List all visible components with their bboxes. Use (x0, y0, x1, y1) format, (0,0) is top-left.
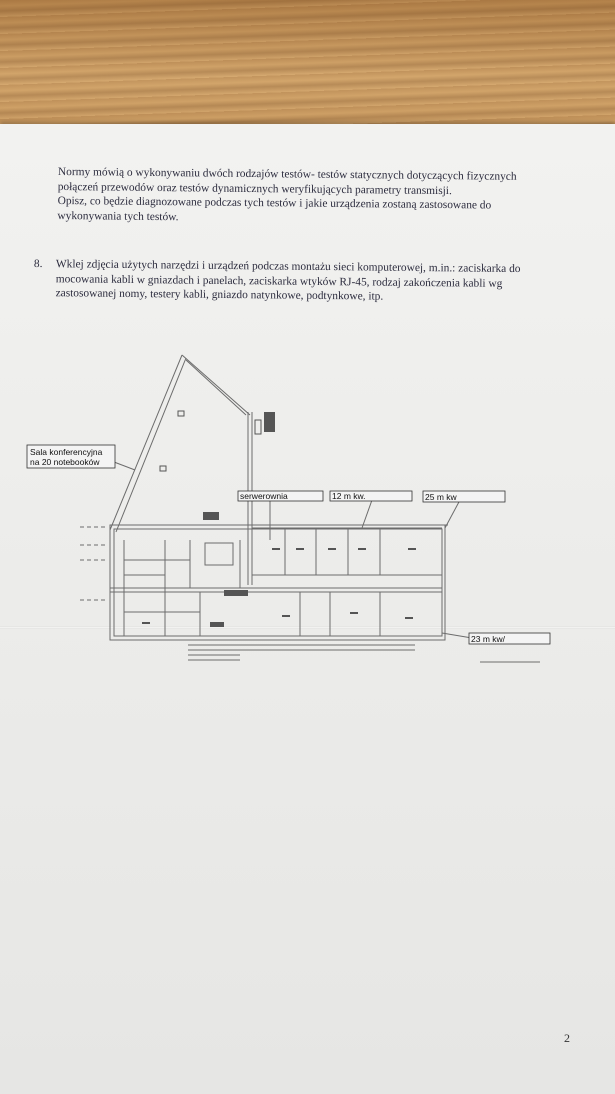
page-number: 2 (564, 1031, 570, 1045)
floorplan-wall (115, 357, 187, 533)
label-text: 12 m kw. (332, 491, 366, 501)
paper-fold-crease (0, 626, 615, 629)
floorplan-wall (185, 359, 247, 416)
label-text: na 20 notebooków (30, 457, 100, 467)
outlet-mark (296, 548, 304, 550)
floorplan-block (210, 622, 224, 627)
floorplan-room (204, 542, 234, 566)
floorplan-outline (113, 528, 443, 637)
floorplan-mark (254, 419, 262, 435)
label-leader (441, 632, 473, 639)
label-leader (361, 499, 373, 529)
label-leader (113, 461, 136, 471)
label-room-23: 23 m kw/ (468, 632, 551, 645)
outlet-mark (405, 617, 413, 619)
floorplan-mark (177, 410, 185, 417)
outlet-mark (282, 615, 290, 617)
floorplan-mark (159, 465, 167, 472)
wooden-table-background (0, 0, 615, 140)
label-room-25: 25 m kw (422, 490, 506, 503)
label-room-12: 12 m kw. (329, 490, 413, 502)
outlet-mark (142, 622, 150, 624)
outlet-mark (272, 548, 280, 550)
outlet-mark (358, 548, 366, 550)
floorplan-wall (109, 354, 183, 531)
outlet-mark (408, 548, 416, 550)
floorplan-outline (109, 524, 446, 641)
floorplan-block (264, 412, 275, 432)
floorplan-wall (181, 354, 251, 416)
paper-sheet (0, 124, 615, 1094)
label-text: 23 m kw/ (471, 634, 506, 644)
label-leader (444, 499, 461, 529)
outlet-mark (350, 612, 358, 614)
label-server-room: serwerownia (237, 490, 324, 502)
floorplan-block (224, 590, 248, 596)
outlet-mark (328, 548, 336, 550)
label-text: 25 m kw (425, 492, 458, 502)
label-conference-room: Sala konferencyjna na 20 notebooków (26, 444, 116, 469)
label-text: serwerownia (240, 491, 288, 501)
label-text: Sala konferencyjna (30, 447, 103, 457)
floorplan-block (203, 512, 219, 520)
